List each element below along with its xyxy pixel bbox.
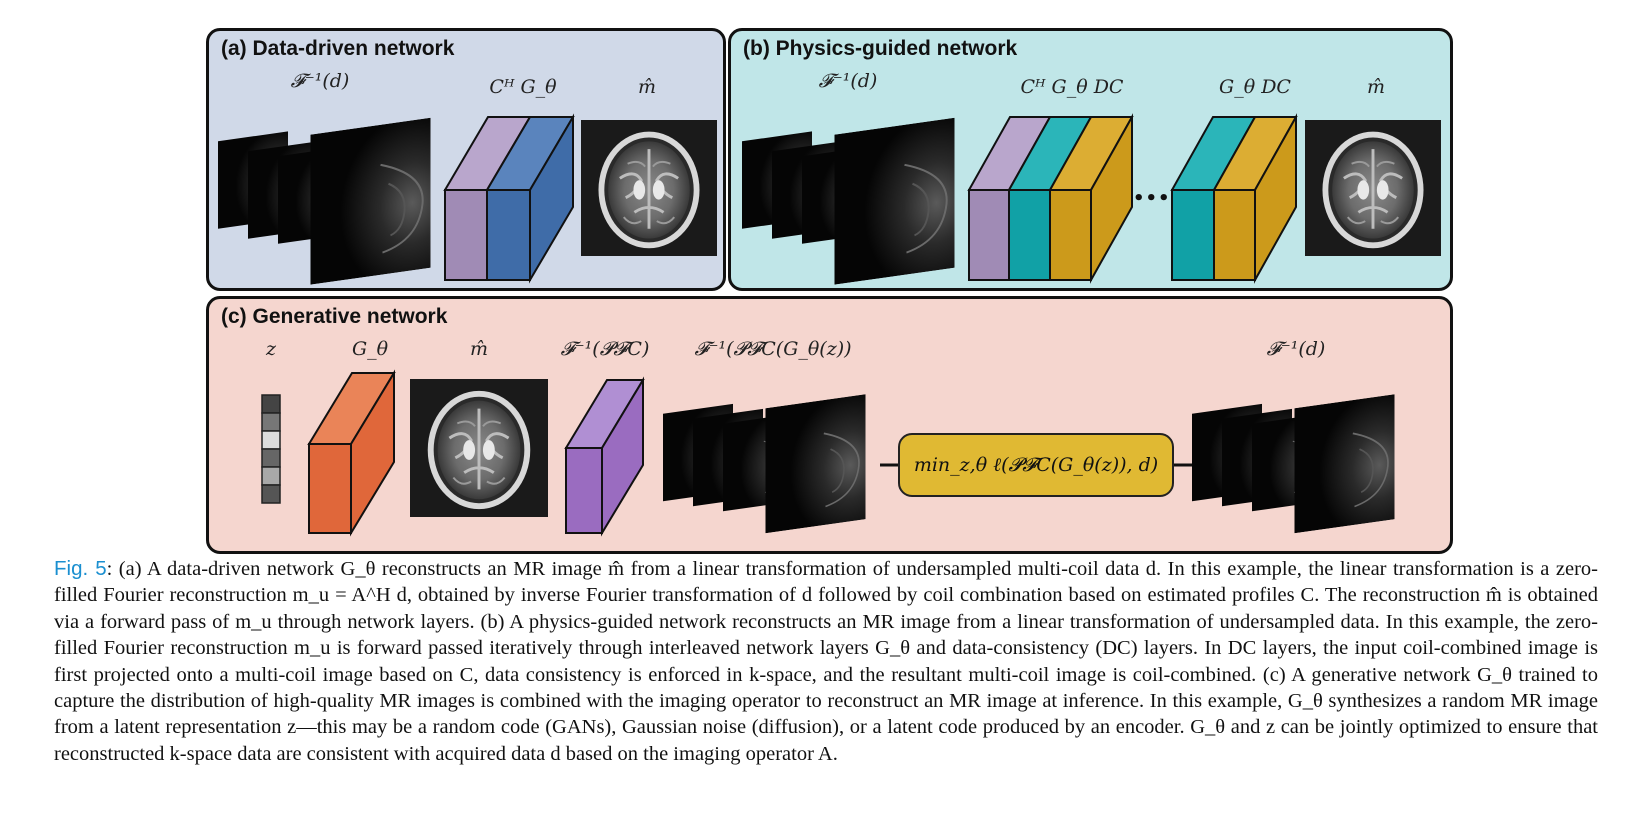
panel-b-network-block-2 bbox=[1170, 113, 1298, 284]
label-b-network2: G_θ DC bbox=[1219, 76, 1291, 98]
loss-function-box: min_z,θ ℓ(𝓟𝓕C(G_θ(z)), d) bbox=[898, 433, 1174, 497]
latent-vector-z bbox=[261, 394, 281, 504]
label-c-synthesized: 𝓕⁻¹(𝓟𝓕C(G_θ(z)) bbox=[694, 338, 852, 360]
panel-a-coil-stack bbox=[218, 117, 432, 285]
panel-b-network-block-1 bbox=[967, 113, 1134, 284]
figure-caption: Fig. 5: (a) A data-driven network G_θ re… bbox=[54, 556, 1598, 767]
caption-text: : (a) A data-driven network G_θ reconstr… bbox=[54, 558, 1598, 765]
label-c-generator: G_θ bbox=[351, 338, 389, 360]
synthesized-coil-stack bbox=[663, 393, 867, 535]
panel-b-output-image bbox=[1305, 120, 1441, 256]
generated-image bbox=[410, 379, 548, 517]
panel-a-title: (a) Data-driven network bbox=[221, 37, 455, 60]
label-a-input: 𝓕⁻¹(d) bbox=[290, 70, 350, 92]
acquired-coil-stack bbox=[1192, 393, 1396, 535]
figure-label: Fig. 5 bbox=[54, 557, 107, 580]
label-c-operator: 𝓕⁻¹(𝓟𝓕C) bbox=[560, 338, 650, 360]
panel-b-coil-stack bbox=[742, 117, 956, 285]
label-a-output: m̂ bbox=[637, 76, 657, 98]
label-c-z: z bbox=[265, 338, 277, 360]
label-b-output: m̂ bbox=[1366, 76, 1386, 98]
label-a-network: Cᴴ G_θ bbox=[489, 76, 557, 98]
label-b-network1: Cᴴ G_θ DC bbox=[1020, 76, 1124, 98]
caption-paragraph: Fig. 5: (a) A data-driven network G_θ re… bbox=[54, 556, 1598, 767]
label-c-data: 𝓕⁻¹(d) bbox=[1266, 338, 1326, 360]
panel-c-title: (c) Generative network bbox=[221, 305, 448, 328]
operator-block bbox=[564, 376, 645, 537]
generator-block bbox=[307, 369, 396, 537]
panel-b-title: (b) Physics-guided network bbox=[743, 37, 1018, 60]
label-b-input: 𝓕⁻¹(d) bbox=[818, 70, 878, 92]
label-c-mhat: m̂ bbox=[469, 338, 489, 360]
panel-a-output-image bbox=[581, 120, 717, 256]
panel-a-network-block bbox=[443, 113, 575, 284]
